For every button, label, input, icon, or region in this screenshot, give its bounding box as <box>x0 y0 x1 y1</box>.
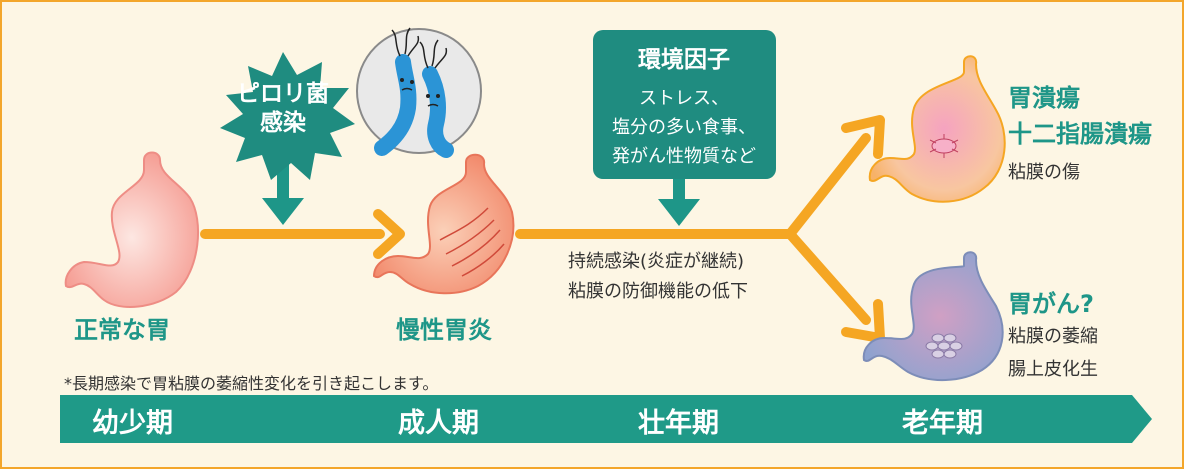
environment-lines: ストレス、 塩分の多い食事、 発がん性物質など <box>612 84 756 171</box>
cancer-line-2: 腸上皮化生 <box>1008 359 1098 380</box>
environment-factors-box <box>593 30 776 179</box>
infection-label-line-1: ピロリ菌 <box>237 81 329 107</box>
bacteria-icon <box>356 27 482 158</box>
cancer-stomach-icon <box>862 251 1004 382</box>
infection-starburst <box>220 52 355 180</box>
cancer-title: 胃がん? <box>1008 290 1094 318</box>
footnote: *長期感染で胃粘膜の萎縮性変化を引き起こします。 <box>64 374 439 393</box>
progression-text: 持続感染(炎症が継続) 粘膜の防御機能の低下 <box>568 247 748 307</box>
progression-line-1: 持続感染(炎症が継続) <box>568 251 745 272</box>
environment-line-3: 発がん性物質など <box>612 146 756 167</box>
environment-title: 環境因子 <box>638 47 730 73</box>
ulcer-title: 胃潰瘍 十二指腸潰瘍 <box>1008 80 1152 152</box>
cancer-lines: 粘膜の萎縮 腸上皮化生 <box>1008 320 1098 386</box>
ulcer-title-line-1: 胃潰瘍 <box>1008 84 1080 112</box>
ulcer-title-line-2: 十二指腸潰瘍 <box>1008 120 1152 148</box>
ulcer-stomach-icon <box>868 55 1006 203</box>
ulcer-subtitle: 粘膜の傷 <box>1008 162 1080 183</box>
environment-line-2: 塩分の多い食事、 <box>612 117 756 138</box>
normal-stomach-label: 正常な胃 <box>74 316 170 344</box>
inflamed-stomach-icon <box>372 153 515 295</box>
normal-stomach-icon <box>64 151 200 308</box>
timeline-label-childhood: 幼少期 <box>92 408 173 439</box>
gastritis-label: 慢性胃炎 <box>396 316 492 344</box>
timeline-label-middle-age: 壮年期 <box>638 408 719 439</box>
timeline-label-old-age: 老年期 <box>902 408 983 439</box>
timeline-label-adulthood: 成人期 <box>398 408 479 439</box>
timeline-bar <box>60 395 1152 443</box>
infection-label-line-2: 感染 <box>260 110 306 136</box>
infection-label: ピロリ菌 感染 <box>237 80 329 138</box>
progression-line-2: 粘膜の防御機能の低下 <box>568 281 748 302</box>
environment-line-1: ストレス、 <box>639 88 729 109</box>
cancer-line-1: 粘膜の萎縮 <box>1008 326 1098 347</box>
orange-arrows <box>200 133 871 325</box>
